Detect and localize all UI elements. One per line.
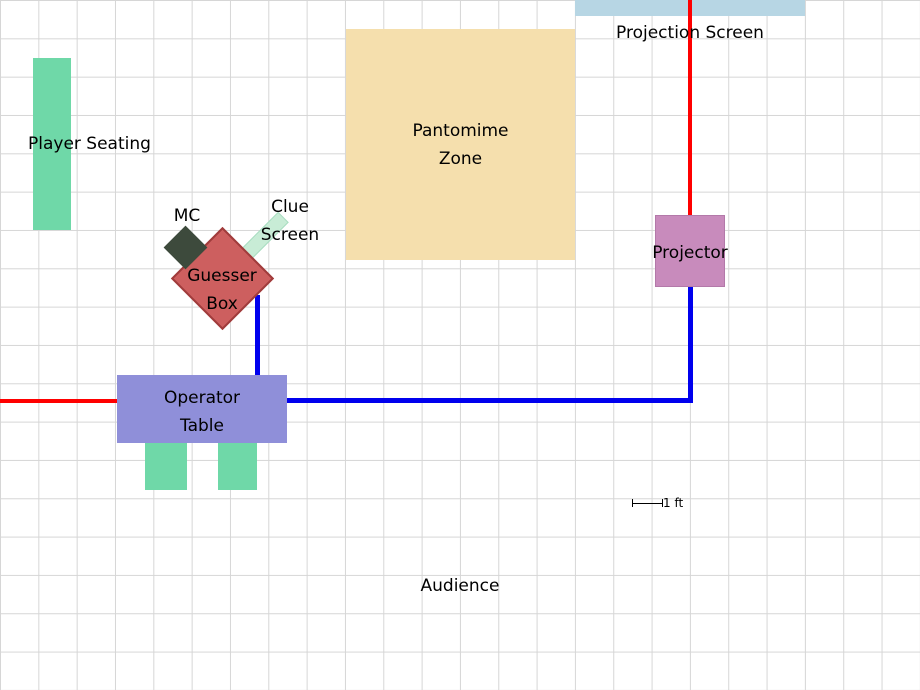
guesser-box-label: Guesser Box xyxy=(187,266,257,314)
player-seating-label: Player Seating xyxy=(28,134,151,154)
player-seating-rect xyxy=(33,58,71,230)
scale-label: 1 ft xyxy=(663,496,684,510)
red-cable-left xyxy=(0,399,117,403)
projector-label: Projector xyxy=(652,243,728,263)
operator-seat-right xyxy=(218,443,257,490)
projector-rect xyxy=(655,215,725,287)
projection-screen-label: Projection Screen xyxy=(616,23,764,43)
blue-cable-guesser xyxy=(255,295,260,376)
audience-label: Audience xyxy=(420,576,500,596)
clue-screen-label: Clue Screen xyxy=(260,197,320,245)
operator-seat-left xyxy=(145,443,187,490)
red-cable-screen-to-projector xyxy=(688,0,692,216)
mc-label: MC xyxy=(173,206,201,226)
blue-cable-horizontal xyxy=(287,398,693,403)
blue-cable-projector xyxy=(688,285,693,402)
pantomime-zone-label: Pantomime Zone xyxy=(412,121,509,169)
scale-ruler xyxy=(632,499,663,507)
pantomime-zone-rect xyxy=(346,29,575,260)
operator-table-label: Operator Table xyxy=(163,388,241,436)
operator-table-rect xyxy=(117,375,287,443)
